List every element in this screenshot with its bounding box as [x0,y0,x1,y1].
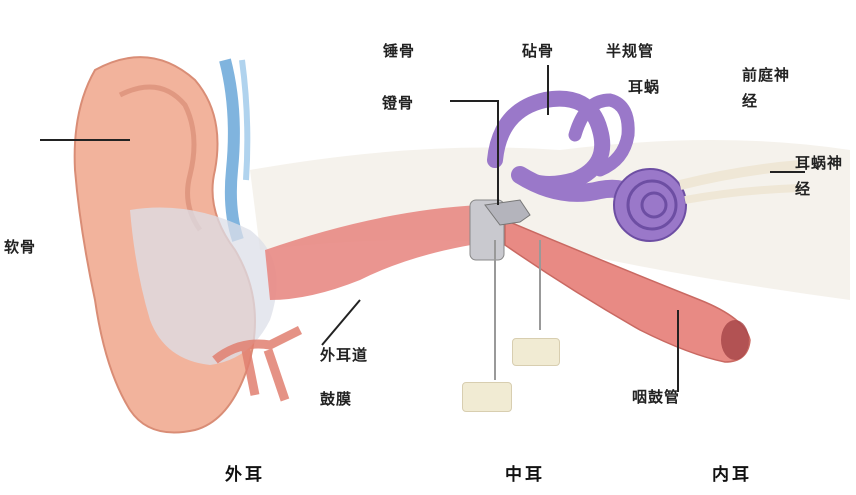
label-hammer-top: 锤骨 [383,40,415,61]
label-cochlear-nerve: 耳蜗神经 [795,150,847,202]
blood-vessel-blue [225,60,238,240]
answer-blank-2 [512,338,560,366]
label-cochlea: 耳蜗 [628,76,660,97]
callout-canal [322,300,360,345]
label-anvil: 砧骨 [522,40,554,61]
section-inner-ear: 内耳 [712,460,752,485]
blood-vessel-blue-2 [242,60,247,180]
label-stirrup: 镫骨 [382,92,414,113]
label-tympanic: 鼓膜 [320,388,352,409]
eustachian-opening [721,320,749,360]
label-semicircular: 半规管 [606,40,654,61]
section-outer-ear: 外耳 [225,460,265,485]
label-external-canal: 外耳道 [320,344,368,365]
label-ear-cartilage: 软骨 [4,236,36,257]
answer-blank-1 [462,382,512,412]
label-vestibular-nerve: 前庭神经 [742,62,804,114]
label-eustachian: 咽鼓管 [632,386,680,407]
section-middle-ear: 中耳 [505,460,545,485]
